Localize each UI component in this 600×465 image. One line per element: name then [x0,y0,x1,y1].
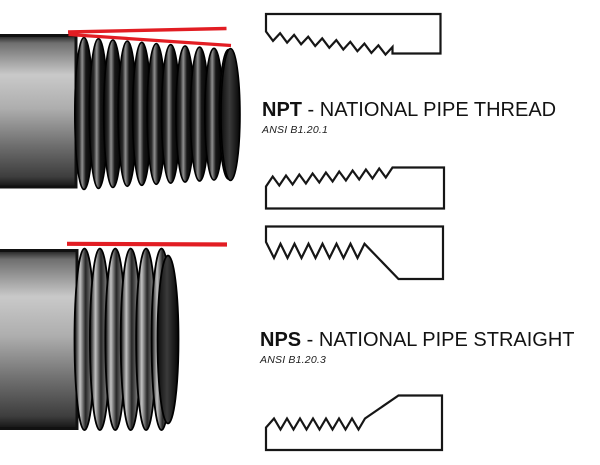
nps-abbr: NPS [260,329,302,351]
npt-standard: ANSI B1.20.1 [262,124,329,136]
nps-straight-reference-line [66,241,228,247]
npt-title-rest: - NATIONAL PIPE THREAD [302,99,557,121]
nps-pipe-end-cap [156,254,180,425]
nps-standard: ANSI B1.20.3 [260,354,327,366]
npt-title: NPT - NATIONAL PIPE THREAD [262,100,556,120]
nps-profile-lower [264,394,444,452]
npt-profile-lower [264,166,446,210]
nps-title-rest: - NATIONAL PIPE STRAIGHT [301,329,575,351]
nps-profile-upper [264,225,445,281]
npt-thread-ridges [74,36,239,191]
nps-title: NPS - NATIONAL PIPE STRAIGHT [260,330,575,350]
nps-section-label: NPS - NATIONAL PIPE STRAIGHT ANSI B1.20.… [260,330,575,366]
npt-taper-line-angled [68,32,232,48]
nps-pipe-illustration [0,241,228,431]
npt-pipe-end-cap [220,47,241,182]
npt-pipe-illustration [0,26,241,191]
nps-pipe-body [0,249,79,430]
npt-profile-upper [264,12,442,57]
npt-pipe-body [0,34,78,189]
npt-taper-line-horizontal [67,26,227,34]
npt-abbr: NPT [262,99,302,121]
npt-taper-reference-lines [67,26,232,48]
npt-section-label: NPT - NATIONAL PIPE THREAD ANSI B1.20.1 [262,100,556,136]
thread-profile-diagrams [264,12,446,452]
